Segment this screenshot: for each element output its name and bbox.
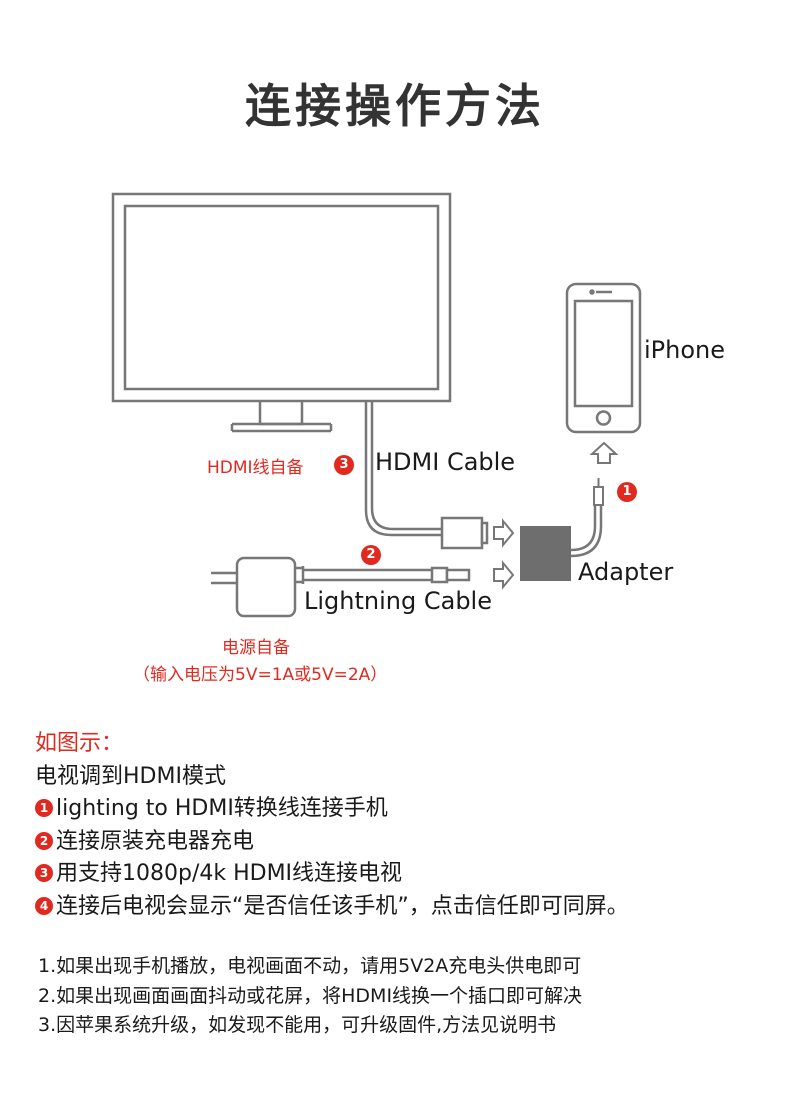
up-arrow-icon <box>589 441 619 464</box>
lightning-cable-label: Lightning Cable <box>304 587 492 615</box>
notes: 1.如果出现手机播放，电视画面不动，请用5V2A充电头供电即可 2.如果出现画面… <box>38 952 582 1041</box>
hdmi-cable <box>364 401 442 537</box>
marker-2-badge: 2 <box>361 545 381 565</box>
note-3: 3.因苹果系统升级，如发现不能用，可升级固件,方法见说明书 <box>38 1014 557 1036</box>
instructions-heading: 如图示： <box>35 731 124 756</box>
page-title: 连接操作方法 <box>245 79 545 133</box>
iphone-label: iPhone <box>644 336 726 364</box>
connection-diagram <box>111 192 642 618</box>
adapter-cable <box>570 505 603 558</box>
power-input-note: （输入电压为5V=1A或5V=2A） <box>133 665 388 685</box>
adapter-label: Adapter <box>578 558 674 586</box>
step-3-badge: 3 <box>35 864 53 882</box>
iphone <box>565 282 642 434</box>
step-2-text: 连接原装充电器充电 <box>56 828 255 854</box>
hdmi-arrow-icon <box>493 518 515 548</box>
power-self-supply-label: 电源自备 <box>222 638 290 658</box>
hdmi-plug <box>440 516 489 550</box>
hdmi-self-supply-label: HDMI线自备 <box>207 458 304 478</box>
step-1-text: lighting to HDMI转换线连接手机 <box>56 796 388 821</box>
note-1: 1.如果出现手机播放，电视画面不动，请用5V2A充电头供电即可 <box>38 955 582 977</box>
step-3-text: 用支持1080p/4k HDMI线连接电视 <box>56 861 403 886</box>
marker-3-badge: 3 <box>334 455 354 475</box>
tv-monitor <box>111 192 452 433</box>
lightning-plug <box>593 486 604 506</box>
step-4-text: 连接后电视会显示“是否信任该手机”，点击信任即可同屏。 <box>56 893 629 919</box>
hdmi-cable-label: HDMI Cable <box>375 448 516 476</box>
step-1-badge: 1 <box>35 799 53 817</box>
step-4-badge: 4 <box>35 896 53 915</box>
marker-1-badge: 1 <box>617 482 637 502</box>
instruction-line: 电视调到HDMI模式 <box>35 763 226 789</box>
note-2: 2.如果出现画面画面抖动或花屏，将HDMI线换一个插口即可解决 <box>38 984 583 1007</box>
lightning-cable <box>303 566 471 584</box>
power-adapter <box>211 556 305 618</box>
adapter-box <box>520 526 571 581</box>
lightning-arrow-icon <box>493 560 515 590</box>
step-2-badge: 2 <box>35 831 53 850</box>
